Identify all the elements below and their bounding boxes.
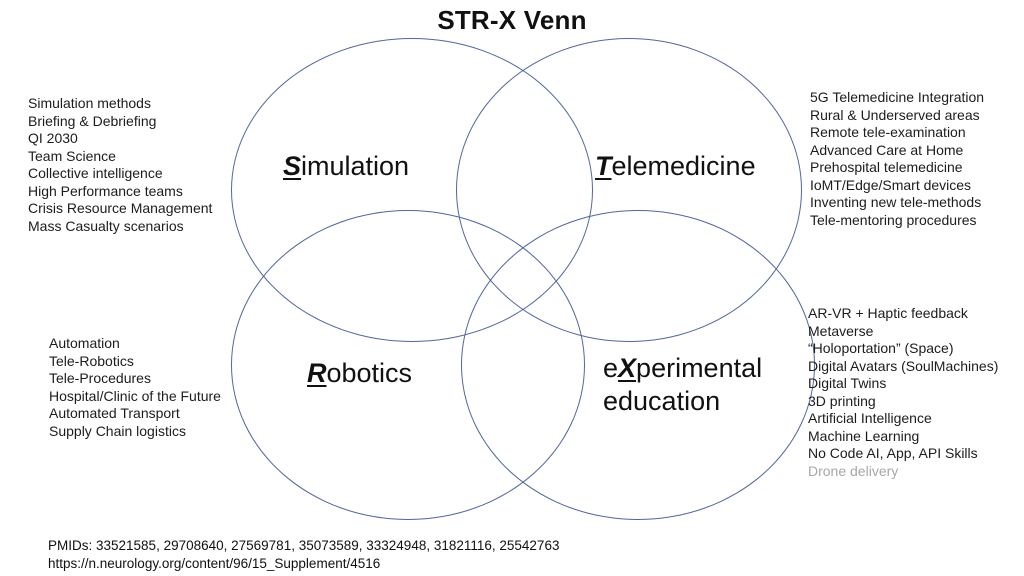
list-item: IoMT/Edge/Smart devices — [810, 176, 972, 193]
list-item: Digital Twins — [808, 375, 887, 391]
list-item: Collective intelligence — [28, 165, 163, 181]
venn-label-initial: X — [618, 353, 637, 383]
list-item: Hospital/Clinic of the Future — [49, 387, 221, 404]
list-item: Tele-Robotics — [49, 352, 134, 369]
list-item: Simulation methods — [28, 95, 151, 111]
list-item: 3D printing — [808, 392, 876, 409]
venn-label-rest: imulation — [301, 151, 410, 181]
list-item: QI 2030 — [28, 130, 78, 146]
list-item: Machine Learning — [808, 427, 920, 444]
list-item: Digital Avatars (SoulMachines) — [808, 357, 999, 374]
venn-label-initial: S — [283, 151, 302, 181]
venn-label-initial: T — [595, 151, 612, 181]
list-item: Mass Casualty scenarios — [28, 217, 184, 234]
list-item: Rural & Underserved areas — [810, 106, 980, 123]
list-item: Drone delivery — [808, 462, 899, 479]
list-item: Briefing & Debriefing — [28, 112, 157, 129]
list-item: AR-VR + Haptic feedback — [808, 305, 968, 321]
venn-label-line2: education — [603, 386, 721, 416]
venn-label-pre: e — [603, 353, 619, 383]
venn-label-rest: obotics — [326, 358, 413, 388]
footer-citations: PMIDs: 33521585, 29708640, 27569781, 350… — [48, 537, 559, 573]
list-item: Remote tele-examination — [810, 124, 966, 140]
list-item: High Performance teams — [28, 182, 183, 199]
venn-label-robotics: Robotics — [307, 357, 412, 390]
list-item: “Holoportation” (Space) — [808, 340, 954, 356]
list-item: Crisis Resource Management — [28, 200, 213, 216]
venn-label-initial: R — [307, 358, 327, 388]
list-item: Prehospital telemedicine — [810, 159, 963, 175]
venn-label-rest: elemedicine — [611, 151, 756, 181]
list-item: Automated Transport — [49, 405, 180, 421]
page-title: STR-X Venn — [437, 5, 587, 35]
list-item: Inventing new tele-methods — [810, 194, 982, 210]
list-item: No Code AI, App, API Skills — [808, 445, 978, 461]
list-item: Artificial Intelligence — [808, 410, 932, 426]
list-item: 5G Telemedicine Integration — [810, 89, 985, 105]
venn-label-simulation: Simulation — [283, 150, 409, 183]
list-item: Tele-Procedures — [49, 370, 151, 386]
venn-circle-experimental — [461, 210, 815, 520]
list-item: Automation — [49, 335, 120, 351]
list-item: Advanced Care at Home — [810, 141, 964, 158]
venn-label-telemedicine: Telemedicine — [595, 150, 756, 183]
venn-label-rest: perimental — [636, 353, 763, 383]
list-item: Metaverse — [808, 322, 874, 339]
list-item: Tele-mentoring procedures — [810, 211, 977, 228]
list-item: Supply Chain logistics — [49, 422, 186, 439]
footer-url: https://n.neurology.org/content/96/15_Su… — [48, 556, 381, 571]
list-item: Team Science — [28, 147, 116, 164]
footer-pmids: PMIDs: 33521585, 29708640, 27569781, 350… — [48, 538, 560, 553]
